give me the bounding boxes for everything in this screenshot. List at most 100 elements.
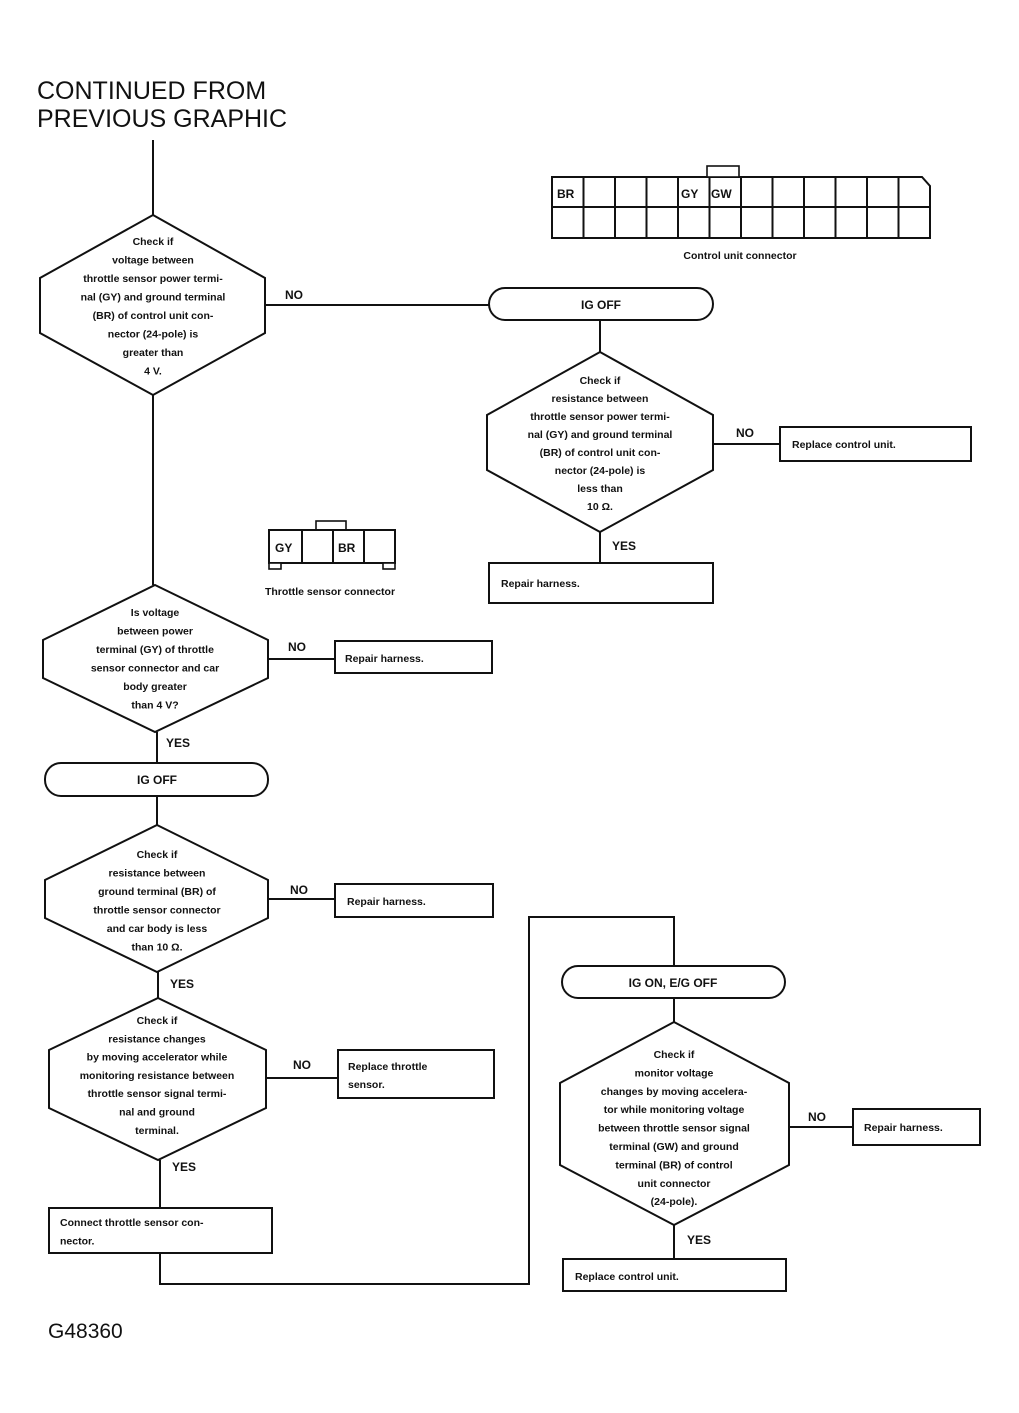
ts-pin-br: BR [338,541,356,555]
text-line: than 10 Ω. [131,942,182,954]
decision-monitor-voltage: Check if monitor voltage changes by moving… [559,1020,790,1227]
text-line: resistance changes [108,1033,206,1045]
flow-lines [152,140,853,1285]
text-line: nal and ground [119,1107,195,1119]
text-line: nector. [60,1236,95,1248]
action-replace-control-unit-2-label: Replace control unit. [575,1271,679,1283]
decision-monitor-voltage-text: Check if monitor voltage changes by moving… [598,1049,750,1208]
text-line: nector (24-pole) is [555,465,646,477]
text-line: tor while monitoring voltage [604,1104,745,1116]
text-line: changes by moving accelera- [601,1086,748,1098]
text-line: Is voltage [131,607,180,619]
branch-no-3: NO [288,640,306,654]
action-connect-throttle-sensor-label: Connect throttle sensor con-nector. [60,1217,204,1248]
action-replace-throttle-sensor: Replace throttle sensor. [337,1049,495,1099]
throttle-sensor-connector: GY BR Throttle sensor connector [265,520,396,598]
text-line: body greater [123,681,187,693]
control-unit-connector-caption: Control unit connector [683,250,796,262]
figure-id: G48360 [48,1320,123,1343]
text-line: monitoring resistance between [80,1070,235,1082]
text-line: terminal (BR) of control [615,1159,732,1171]
branch-yes-3: YES [170,977,194,991]
action-repair-harness-1: Repair harness. [488,562,714,604]
header-line-2: PREVIOUS GRAPHIC [37,105,287,133]
text-line: Check if [133,236,174,248]
text-line: throttle sensor signal termi- [88,1088,227,1100]
text-line: voltage between [112,255,194,267]
text-line: unit connector [638,1178,711,1190]
branch-no-4: NO [290,883,308,897]
text-line: Check if [137,849,178,861]
action-repair-harness-3-label: Repair harness. [347,896,426,908]
decision-resistance-changes-text: Check if resistance changes by moving acce… [80,1015,235,1137]
throttle-sensor-connector-caption: Throttle sensor connector [265,586,395,598]
action-connect-throttle-sensor: Connect throttle sensor con-nector. [48,1207,273,1254]
text-line: between throttle sensor signal [598,1123,750,1135]
ts-pin-gy: GY [275,541,292,555]
text-line: resistance between [109,868,206,880]
action-repair-harness-4-label: Repair harness. [864,1122,943,1134]
text-line: Replace throttle [348,1061,428,1073]
ig-off-terminal-2-label: IG OFF [137,773,177,787]
text-line: between power [117,626,193,638]
cu-pin-br: BR [557,187,575,201]
text-line: nal (GY) and ground terminal [81,292,226,304]
decision-voltage-gy-body: Is voltage between power terminal (GY) of … [42,583,269,734]
text-line: terminal (GY) of throttle [96,644,214,656]
action-repair-harness-3: Repair harness. [334,883,494,918]
text-line: greater than [123,347,184,359]
action-repair-harness-2-label: Repair harness. [345,653,424,665]
ig-on-eg-off-terminal-label: IG ON, E/G OFF [629,976,718,990]
cu-pin-gy: GY [681,187,698,201]
text-line: nector (24-pole) is [108,329,199,341]
text-line: than 4 V? [131,700,178,712]
decision-voltage-gy-body-text: Is voltage between power terminal (GY) of … [91,607,219,712]
cu-pin-gw: GW [711,187,732,201]
text-line: Check if [580,375,621,387]
branch-yes-1: YES [612,539,636,553]
decision-voltage-gy-br-text: Check if voltage between throttle sensor p… [81,236,226,378]
branch-yes-4: YES [172,1160,196,1174]
text-line: Check if [654,1049,695,1061]
decision-voltage-gy-br: Check if voltage between throttle sensor p… [39,213,266,397]
branch-no-6: NO [808,1110,826,1124]
action-replace-throttle-sensor-label: Replace throttle sensor. [348,1061,428,1091]
text-line: terminal (GW) and ground [609,1141,739,1153]
text-line: 10 Ω. [587,501,613,513]
branch-no-5: NO [293,1058,311,1072]
decision-resistance-changes: Check if resistance changes by moving acce… [48,996,267,1162]
text-line: Connect throttle sensor con- [60,1217,204,1229]
text-line: terminal. [135,1125,179,1137]
text-line: Check if [137,1015,178,1027]
text-line: throttle sensor connector [93,905,220,917]
text-line: and car body is less [107,923,208,935]
text-line: throttle sensor power termi- [83,273,223,285]
text-line: 4 V. [144,366,162,378]
ig-off-terminal-2: IG OFF [44,762,269,797]
text-line: less than [577,483,623,495]
ig-off-terminal-1: IG OFF [488,287,714,321]
branch-yes-5: YES [687,1233,711,1247]
action-replace-control-unit-2: Replace control unit. [562,1258,787,1292]
action-replace-control-unit-1: Replace control unit. [779,426,972,462]
action-repair-harness-1-label: Repair harness. [501,578,580,590]
branch-yes-2: YES [166,736,190,750]
ig-off-terminal-1-label: IG OFF [581,298,621,312]
text-line: sensor. [348,1079,385,1091]
text-line: resistance between [552,393,649,405]
text-line: (BR) of control unit con- [540,447,661,459]
header-line-1: CONTINUED FROM [37,77,266,105]
action-repair-harness-4: Repair harness. [852,1108,981,1146]
action-replace-control-unit-1-label: Replace control unit. [792,439,896,451]
action-repair-harness-2: Repair harness. [334,640,493,674]
branch-no-2: NO [736,426,754,440]
text-line: by moving accelerator while [87,1052,228,1064]
text-line: monitor voltage [635,1067,714,1079]
text-line: nal (GY) and ground terminal [528,429,673,441]
text-line: (24-pole). [651,1196,698,1208]
